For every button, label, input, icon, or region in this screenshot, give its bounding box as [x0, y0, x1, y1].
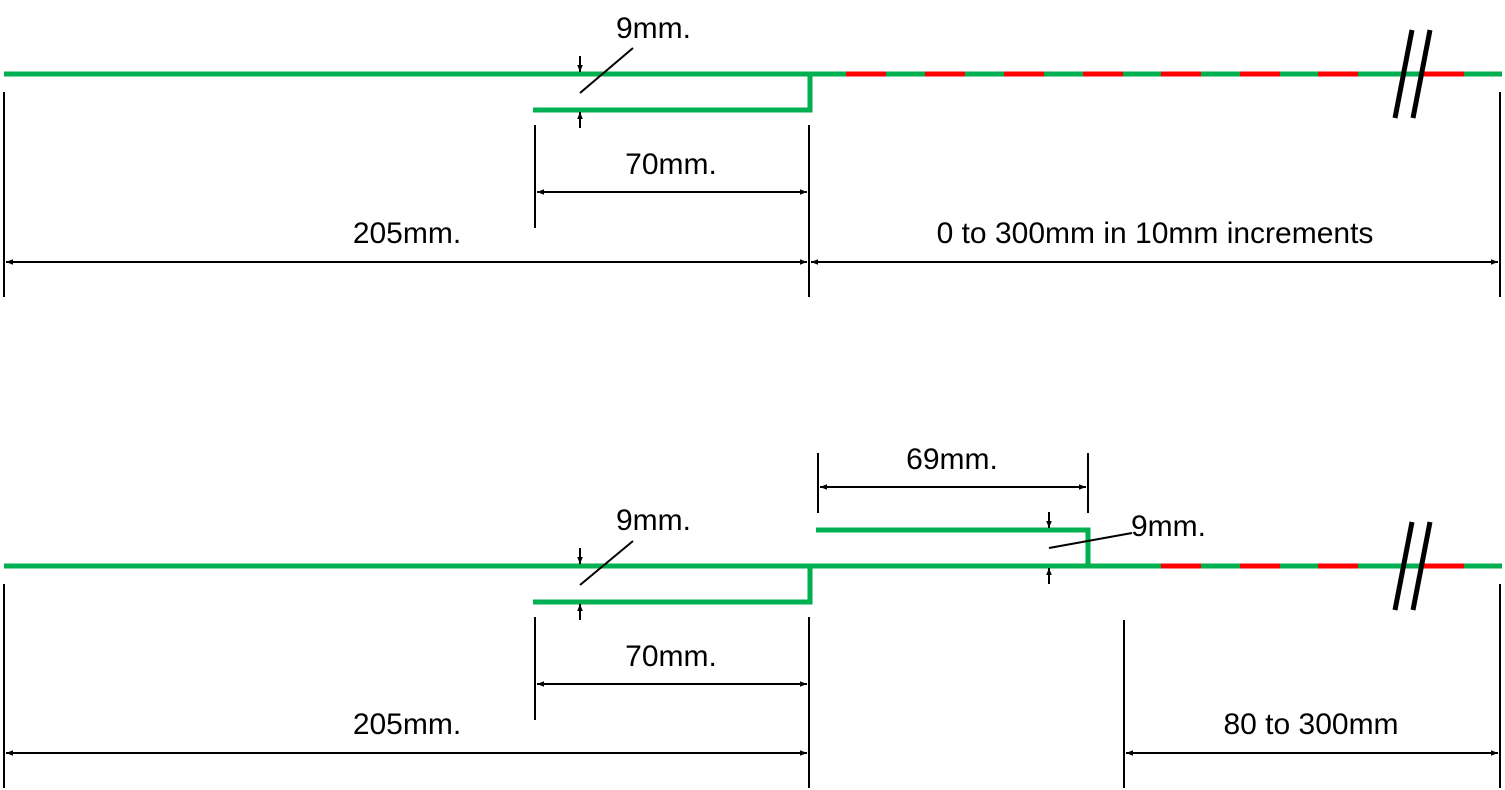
bottom-right-thickness-leader	[1048, 532, 1133, 549]
bottom-left-thickness-leader	[579, 540, 634, 586]
top-flange	[533, 74, 813, 113]
bottom-break-mark	[1392, 521, 1433, 611]
bottom-left-flange-thickness-label: 9mm.	[616, 504, 691, 537]
top-break-mark	[1392, 29, 1433, 119]
top-flange-length-label: 70mm.	[625, 148, 717, 181]
bottom-left-flange	[533, 566, 813, 605]
top-diagram: 9mm. 70mm. 205mm. 0 to 300mm in 10mm inc…	[3, 12, 1502, 297]
bottom-right-flange	[816, 527, 1091, 566]
bottom-left-flange-length-label: 70mm.	[625, 640, 717, 673]
bottom-diagram: 9mm. 9mm. 69mm. 70mm. 205mm. 80 to 300mm	[3, 443, 1502, 788]
bottom-right-flange-thickness-label: 9mm.	[1131, 510, 1206, 543]
top-thickness-leader	[579, 47, 634, 94]
bottom-right-flange-length-label: 69mm.	[906, 443, 998, 476]
top-left-length-label: 205mm.	[353, 217, 461, 250]
bottom-left-length-label: 205mm.	[353, 708, 461, 741]
top-right-range-label: 0 to 300mm in 10mm increments	[937, 217, 1374, 250]
bottom-right-range-label: 80 to 300mm	[1223, 708, 1398, 741]
top-flange-thickness-label: 9mm.	[616, 12, 691, 45]
